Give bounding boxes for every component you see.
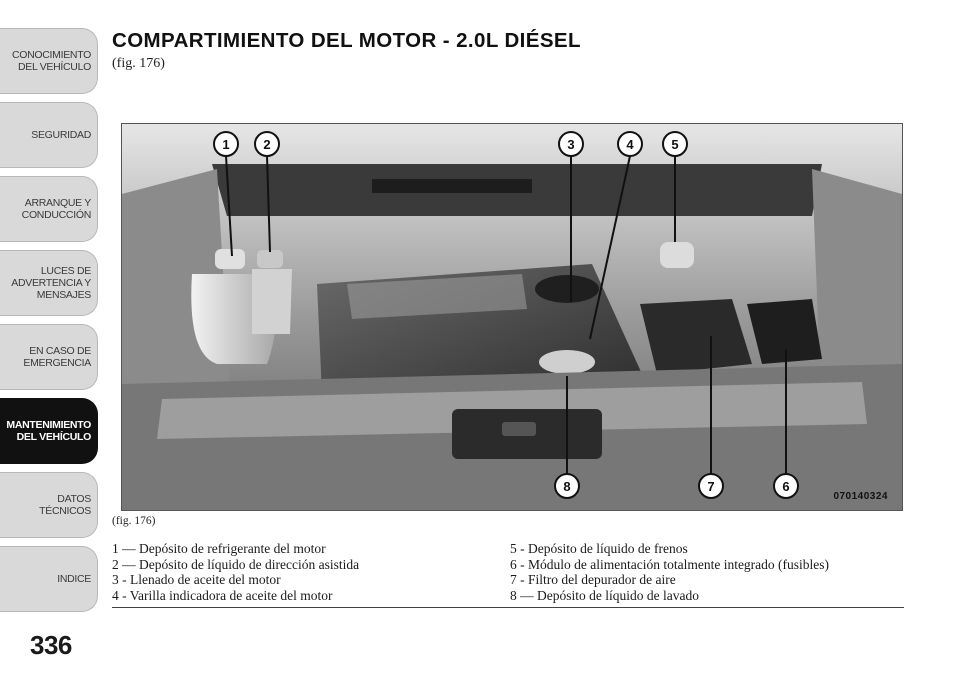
legend-item: 4 - Varilla indicadora de aceite del mot… (112, 587, 333, 603)
tab-label: DATOS TÉCNICOS (39, 493, 91, 517)
figure-code: 070140324 (833, 491, 888, 502)
tab-label: MANTENIMIENTO DEL VEHÍCULO (6, 419, 91, 443)
tab-mantenimiento-del-vehiculo[interactable]: MANTENIMIENTO DEL VEHÍCULO (0, 398, 98, 464)
callout-7: 7 (698, 473, 724, 499)
divider-rule (112, 607, 904, 608)
legend-right: 5 - Depósito de líquido de frenos 6 - Mó… (510, 541, 829, 603)
engine-compartment-figure: 1 2 3 4 5 6 7 8 070140324 (121, 123, 903, 511)
tab-arranque-y-conduccion[interactable]: ARRANQUE Y CONDUCCIÓN (0, 176, 98, 242)
tab-label: SEGURIDAD (31, 129, 91, 141)
callout-6: 6 (773, 473, 799, 499)
callout-4: 4 (617, 131, 643, 157)
callout-5: 5 (662, 131, 688, 157)
legend-item: 2 — Depósito de líquido de dirección asi… (112, 556, 360, 572)
callout-2: 2 (254, 131, 280, 157)
tab-seguridad[interactable]: SEGURIDAD (0, 102, 98, 168)
legend-item: 1 — Depósito de refrigerante del motor (112, 541, 326, 556)
tab-conocimiento-del-vehiculo[interactable]: CONOCIMIENTO DEL VEHÍCULO (0, 28, 98, 94)
legend-item: 6 - Módulo de alimentación totalmente in… (510, 556, 830, 572)
legend-left: 1 — Depósito de refrigerante del motor 2… (112, 541, 359, 603)
engine-illustration: 1 2 3 4 5 6 7 8 (122, 124, 902, 510)
svg-text:5: 5 (671, 137, 678, 152)
page-number: 336 (30, 630, 72, 660)
tab-label: INDICE (57, 573, 91, 585)
tab-luces-de-advertencia[interactable]: LUCES DE ADVERTENCIA Y MENSAJES (0, 250, 98, 316)
tab-indice[interactable]: INDICE (0, 546, 98, 612)
svg-text:3: 3 (567, 137, 574, 152)
page-title: COMPARTIMIENTO DEL MOTOR - 2.0L DIÉSEL (112, 29, 581, 52)
callout-markers: 1 2 3 4 5 6 7 8 (213, 131, 799, 499)
tab-label: LUCES DE ADVERTENCIA Y MENSAJES (11, 265, 91, 301)
tab-datos-tecnicos[interactable]: DATOS TÉCNICOS (0, 472, 98, 538)
legend-item: 5 - Depósito de líquido de frenos (510, 541, 688, 556)
figure-reference: (fig. 176) (112, 56, 165, 71)
legend-item: 7 - Filtro del depurador de aire (510, 572, 676, 587)
svg-text:7: 7 (707, 479, 714, 494)
tab-label: CONOCIMIENTO DEL VEHÍCULO (11, 49, 91, 73)
tab-label: EN CASO DE EMERGENCIA (23, 345, 91, 369)
svg-text:4: 4 (626, 137, 634, 152)
callout-1: 1 (213, 131, 239, 157)
svg-text:1: 1 (222, 137, 229, 152)
svg-text:6: 6 (782, 479, 789, 494)
svg-text:2: 2 (263, 137, 270, 152)
callout-8: 8 (554, 473, 580, 499)
legend-item: 3 - Llenado de aceite del motor (112, 572, 281, 587)
tab-en-caso-de-emergencia[interactable]: EN CASO DE EMERGENCIA (0, 324, 98, 390)
tab-label: ARRANQUE Y CONDUCCIÓN (21, 197, 92, 221)
figure-caption: (fig. 176) (112, 515, 156, 527)
callout-3: 3 (558, 131, 584, 157)
svg-text:8: 8 (563, 479, 570, 494)
legend-item: 8 — Depósito de líquido de lavado (510, 587, 699, 603)
